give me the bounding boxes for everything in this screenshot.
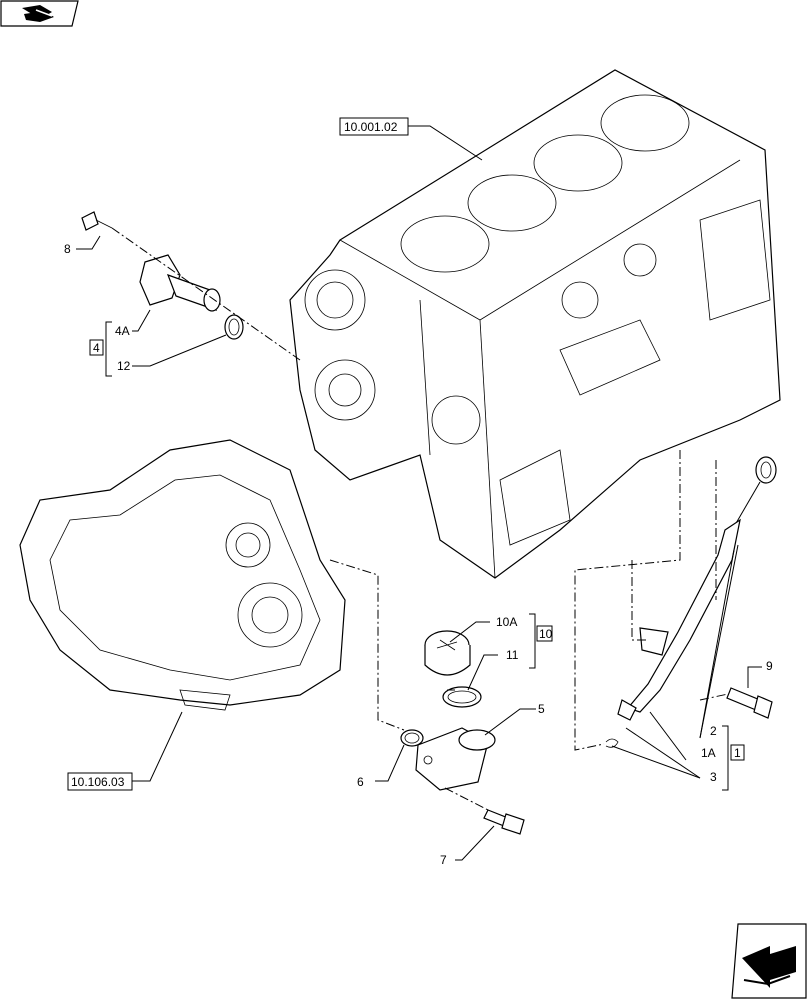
callout-3: 3 bbox=[710, 770, 717, 784]
callout-10: 10 bbox=[539, 627, 553, 641]
seal-11-drawing bbox=[442, 686, 482, 708]
reference-cover-label: 10.106.03 bbox=[71, 775, 125, 789]
next-page-arrow-icon[interactable] bbox=[731, 923, 807, 999]
suction-tube-4a-drawing bbox=[139, 254, 221, 312]
o-ring-12-drawing bbox=[224, 314, 244, 340]
o-ring-6-drawing bbox=[400, 729, 424, 747]
reference-block[interactable]: 10.001.02 bbox=[339, 117, 409, 136]
callout-5: 5 bbox=[538, 702, 545, 716]
callout-9: 9 bbox=[766, 659, 773, 673]
bracket-group-1 bbox=[722, 725, 745, 791]
callout-12: 12 bbox=[117, 359, 131, 373]
bolt-8-drawing bbox=[81, 211, 113, 231]
gear-cover-drawing bbox=[19, 439, 346, 711]
bolt-9-drawing bbox=[726, 687, 773, 719]
callout-4a: 4A bbox=[115, 324, 130, 338]
engine-block-drawing bbox=[289, 69, 781, 579]
callout-4: 4 bbox=[93, 341, 100, 355]
callout-6: 6 bbox=[357, 775, 364, 789]
reference-cover[interactable]: 10.106.03 bbox=[67, 772, 133, 791]
callout-1a: 1A bbox=[701, 746, 716, 760]
callout-1: 1 bbox=[734, 746, 741, 760]
assembly-dash-lines bbox=[111, 227, 729, 811]
filler-neck-5-drawing bbox=[415, 727, 496, 791]
callout-10a: 10A bbox=[496, 615, 517, 629]
clips-3-drawing bbox=[605, 738, 619, 748]
dipstick-drawing bbox=[617, 456, 777, 721]
bracket-group-10 bbox=[529, 613, 553, 669]
callout-2: 2 bbox=[710, 724, 717, 738]
bolt-7-drawing bbox=[483, 809, 525, 835]
bracket-group-4 bbox=[89, 321, 112, 377]
book-arrow-icon[interactable] bbox=[0, 0, 79, 27]
leader-lines bbox=[76, 125, 762, 861]
reference-block-label: 10.001.02 bbox=[344, 120, 398, 134]
filler-cap-10a-drawing bbox=[424, 630, 471, 676]
callout-8: 8 bbox=[64, 242, 71, 256]
callout-7: 7 bbox=[440, 853, 447, 867]
callout-11: 11 bbox=[506, 648, 519, 662]
